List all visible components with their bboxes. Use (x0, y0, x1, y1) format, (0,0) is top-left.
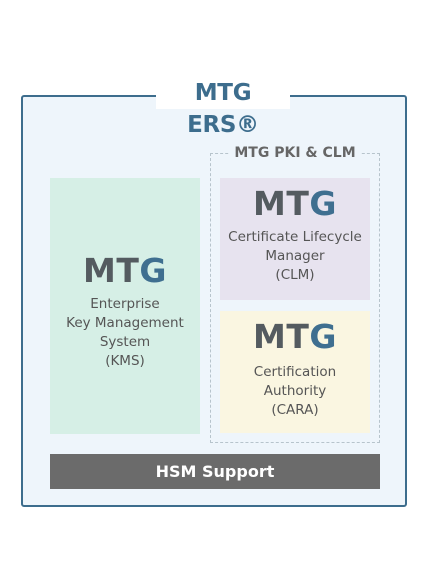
kms-line: (KMS) (105, 353, 145, 369)
kms-line: System (99, 334, 151, 350)
mtg-logo: MTG (83, 251, 167, 290)
cara-line: (CARA) (271, 402, 319, 418)
kms-box: MTG Enterprise Key Management System (KM… (50, 178, 200, 434)
clm-line: (CLM) (275, 267, 315, 283)
cara-line: Certification (253, 364, 337, 380)
kms-line: Enterprise (90, 296, 160, 312)
cara-description: Certification Authority (CARA) (220, 363, 370, 420)
kms-description: Enterprise Key Management System (KMS) (50, 295, 200, 371)
ers-title: MTG ERS® (156, 77, 290, 138)
clm-description: Certificate Lifecycle Manager (CLM) (220, 228, 370, 285)
pki-clm-group-title: MTG PKI & CLM (230, 142, 360, 164)
clm-line: Manager (265, 248, 325, 264)
mtg-logo: MTG (253, 184, 337, 223)
hsm-support-bar: HSM Support (50, 454, 380, 489)
cara-line: Authority (263, 383, 327, 399)
mtg-logo: MTG (253, 317, 337, 356)
clm-line: Certificate Lifecycle (228, 229, 362, 245)
cara-box: MTG Certification Authority (CARA) (220, 311, 370, 433)
kms-line: Key Management (66, 315, 184, 331)
clm-box: MTG Certificate Lifecycle Manager (CLM) (220, 178, 370, 300)
